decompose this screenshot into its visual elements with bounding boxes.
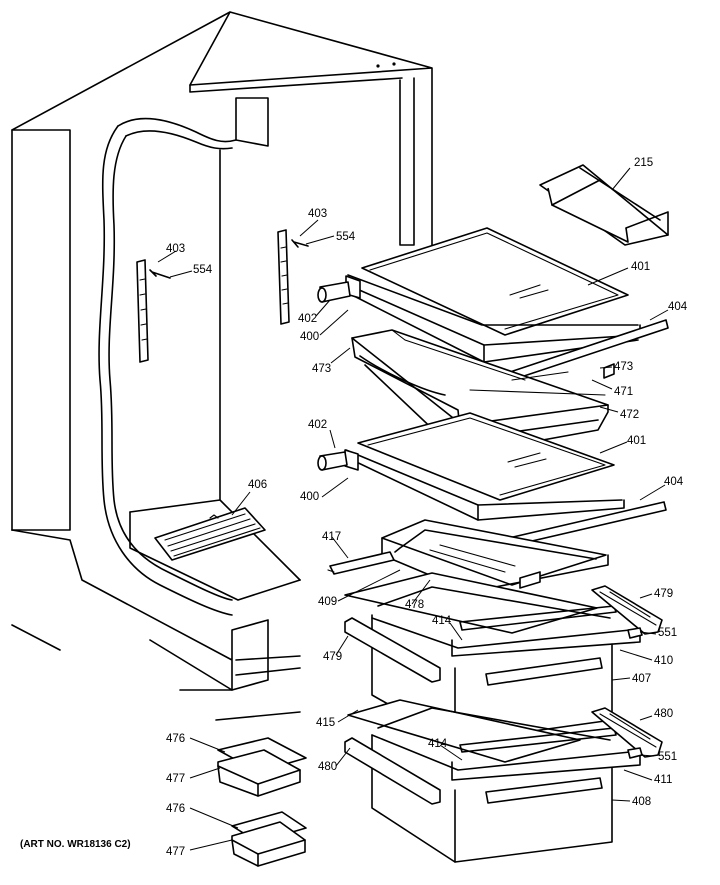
callout-477-lower: 477: [166, 846, 185, 858]
callout-404-second: 404: [664, 476, 684, 488]
callout-554-right: 554: [336, 231, 356, 243]
callout-477-upper: 477: [166, 773, 185, 785]
callout-473-right: 473: [614, 361, 633, 373]
snack-pan-assembly: [327, 519, 609, 606]
callout-402-top: 402: [298, 313, 317, 325]
egg-trays: [217, 737, 307, 867]
callout-410: 410: [654, 655, 673, 667]
callout-554-left: 554: [193, 264, 213, 276]
callout-476-lower: 476: [166, 803, 185, 815]
callout-479-left: 479: [323, 651, 342, 663]
callout-478: 478: [405, 599, 424, 611]
top-shelf-assembly: [317, 164, 669, 456]
callout-403-right: 403: [308, 208, 327, 220]
callout-414-lower: 414: [428, 738, 448, 750]
callout-409: 409: [318, 596, 337, 608]
callout-414-upper: 414: [432, 615, 452, 627]
callout-476-upper: 476: [166, 733, 185, 745]
callout-401-second: 401: [627, 435, 646, 447]
callout-215: 215: [634, 157, 653, 169]
callout-472: 472: [620, 409, 639, 421]
callout-480-left: 480: [318, 761, 337, 773]
callout-551-upper: 551: [658, 627, 677, 639]
callout-417: 417: [322, 531, 341, 543]
cabinet: [11, 11, 433, 721]
callout-406: 406: [248, 479, 267, 491]
callout-415: 415: [316, 717, 335, 729]
callout-401-top: 401: [631, 261, 650, 273]
leader-lines: [157, 167, 669, 851]
callout-408: 408: [632, 796, 651, 808]
second-shelf-assembly: [317, 412, 667, 549]
callout-473-left: 473: [312, 363, 331, 375]
callout-480-right: 480: [654, 708, 673, 720]
callout-400-top: 400: [300, 331, 319, 343]
callout-402-second: 402: [308, 419, 327, 431]
callout-403-left: 403: [166, 243, 185, 255]
callout-labels: 215 401 404 403 554 403 554 402 400 473 …: [166, 157, 688, 858]
callout-407: 407: [632, 673, 651, 685]
callout-400-second: 400: [300, 491, 319, 503]
art-number: (ART NO. WR18136 C2): [20, 839, 131, 850]
callout-404-top: 404: [668, 301, 688, 313]
lower-crisper-drawer: [344, 699, 663, 863]
upper-crisper-drawer: [344, 572, 663, 743]
callout-471: 471: [614, 386, 633, 398]
callout-479-right: 479: [654, 588, 673, 600]
callout-411: 411: [654, 774, 672, 786]
callout-551-lower: 551: [658, 751, 677, 763]
